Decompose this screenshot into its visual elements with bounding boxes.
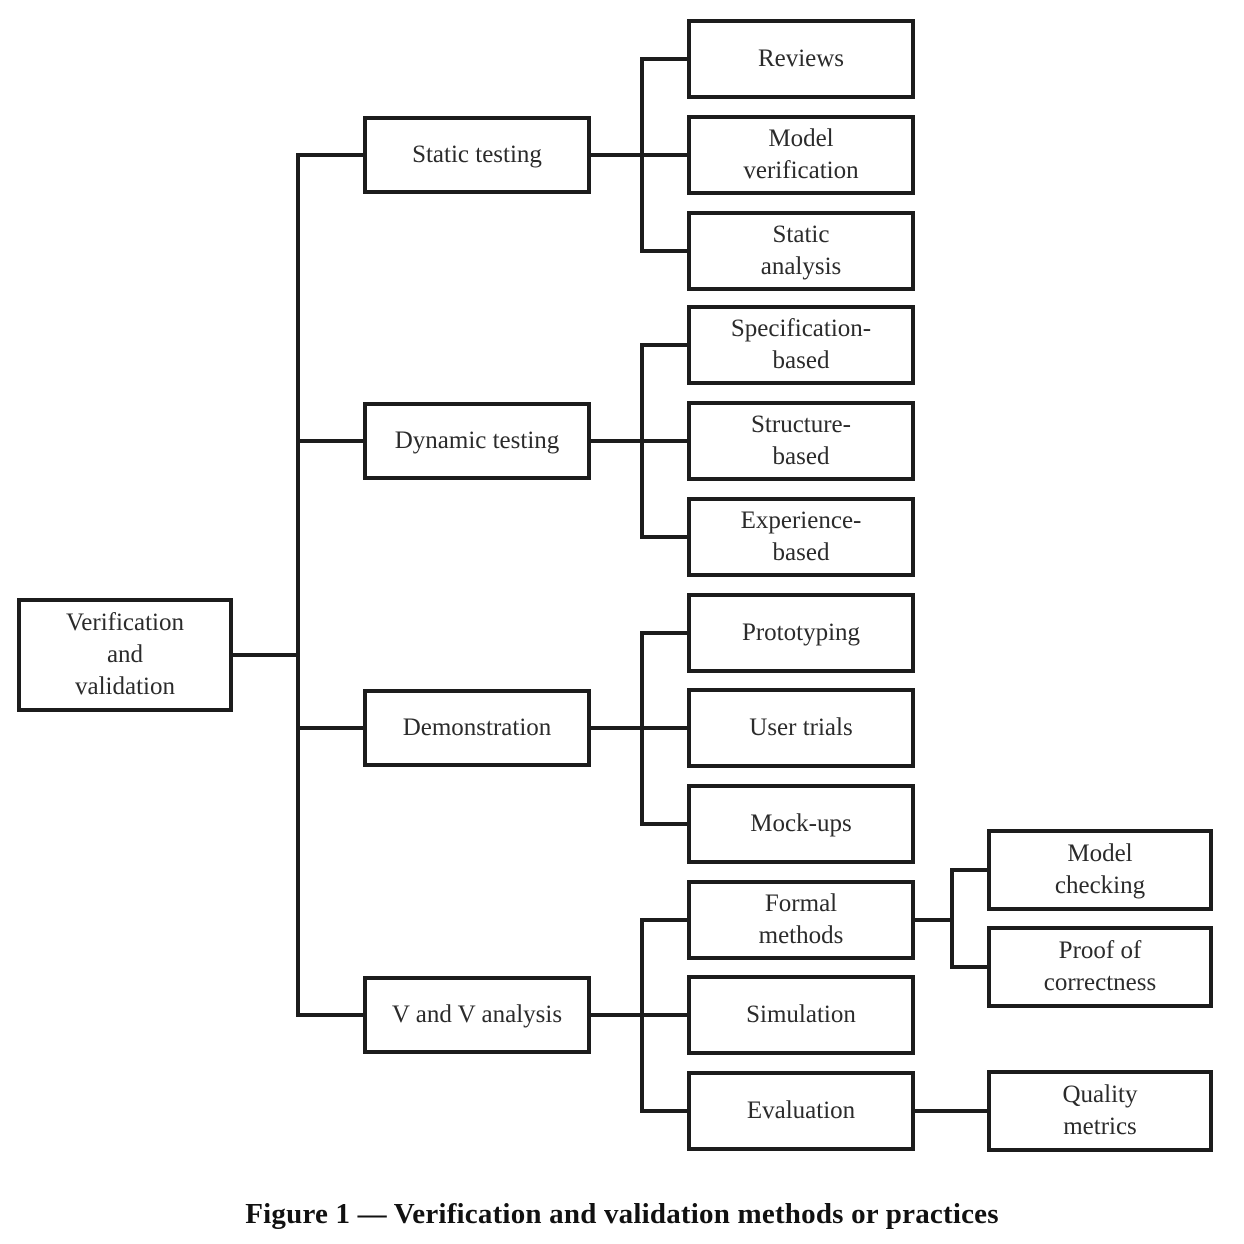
- connector-root-out: [233, 653, 298, 657]
- node-prototyping: Prototyping: [687, 593, 915, 673]
- connector-stub-demonstration: [296, 726, 363, 730]
- connector-main-trunk: [296, 153, 300, 1017]
- connector-stub-specification-based: [640, 343, 687, 347]
- connector-stub-static-testing: [296, 153, 363, 157]
- connector-stub-simulation: [640, 1013, 687, 1017]
- connector-stub-structure-based: [640, 439, 687, 443]
- node-user-trials: User trials: [687, 688, 915, 768]
- connector-v-and-v-analysis-out: [591, 1013, 644, 1017]
- node-proof-of-correctness: Proof of correctness: [987, 926, 1213, 1008]
- connector-stub-experience-based: [640, 535, 687, 539]
- node-quality-metrics: Quality metrics: [987, 1070, 1213, 1152]
- node-reviews: Reviews: [687, 19, 915, 99]
- node-dynamic-testing: Dynamic testing: [363, 402, 591, 480]
- connector-stub-formal-methods: [640, 918, 687, 922]
- node-structure-based: Structure- based: [687, 401, 915, 481]
- connector-formal-methods-spine: [950, 868, 954, 969]
- connector-stub-dynamic-testing: [296, 439, 363, 443]
- node-static-analysis: Static analysis: [687, 211, 915, 291]
- connector-evaluation-quality-metrics: [915, 1109, 987, 1113]
- connector-stub-prototyping: [640, 631, 687, 635]
- node-demonstration: Demonstration: [363, 689, 591, 767]
- connector-stub-static-analysis: [640, 249, 687, 253]
- node-specification-based: Specification- based: [687, 305, 915, 385]
- connector-stub-proof-of-correctness: [950, 965, 987, 969]
- node-formal-methods: Formal methods: [687, 880, 915, 960]
- node-evaluation: Evaluation: [687, 1071, 915, 1151]
- connector-stub-mock-ups: [640, 822, 687, 826]
- connector-stub-model-verification: [640, 153, 687, 157]
- connector-stub-reviews: [640, 57, 687, 61]
- node-simulation: Simulation: [687, 975, 915, 1055]
- node-verification-and-validation: Verification and validation: [17, 598, 233, 712]
- figure-caption: Figure 1 — Verification and validation m…: [245, 1198, 999, 1230]
- connector-dynamic-testing-out: [591, 439, 644, 443]
- node-model-verification: Model verification: [687, 115, 915, 195]
- node-static-testing: Static testing: [363, 116, 591, 194]
- connector-stub-v-and-v-analysis: [296, 1013, 363, 1017]
- connector-static-testing-out: [591, 153, 644, 157]
- connector-formal-methods-out: [915, 918, 952, 922]
- node-mock-ups: Mock-ups: [687, 784, 915, 864]
- node-experience-based: Experience- based: [687, 497, 915, 577]
- node-model-checking: Model checking: [987, 829, 1213, 911]
- connector-demonstration-out: [591, 726, 644, 730]
- connector-stub-model-checking: [950, 868, 987, 872]
- connector-stub-user-trials: [640, 726, 687, 730]
- connector-stub-evaluation: [640, 1109, 687, 1113]
- node-v-and-v-analysis: V and V analysis: [363, 976, 591, 1054]
